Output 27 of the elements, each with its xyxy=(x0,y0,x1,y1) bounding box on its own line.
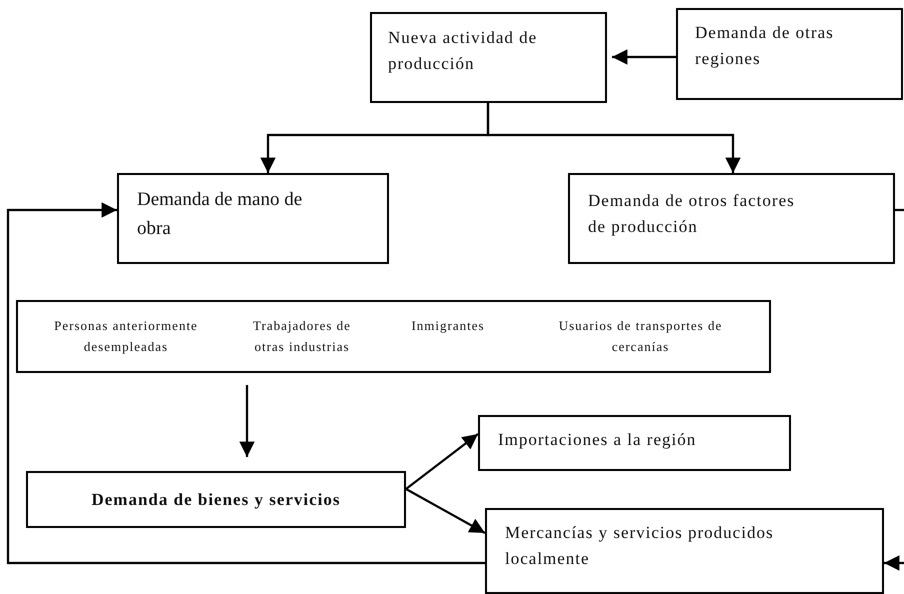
arrow xyxy=(884,555,904,571)
box-text: Personas anteriormente desempleadas xyxy=(53,317,199,356)
box-text: Mercancías y servicios producidos localmente xyxy=(505,522,775,570)
arrow xyxy=(612,49,676,65)
arrow xyxy=(405,488,486,534)
process-box xyxy=(26,471,406,528)
process-box xyxy=(676,8,903,100)
arrow xyxy=(486,103,741,173)
box-text: Demanda de bienes y servicios xyxy=(90,489,342,511)
process-box xyxy=(370,12,607,103)
process-box xyxy=(485,508,884,594)
box-text: Trabajadores de otras industrias xyxy=(252,317,352,356)
process-box xyxy=(478,415,791,471)
arrow xyxy=(239,385,255,457)
box-text: Importaciones a la región xyxy=(498,429,698,451)
box-text: Demanda de mano de obra xyxy=(137,188,304,242)
box-text: Demanda de otros factores de producción xyxy=(588,190,796,238)
process-box xyxy=(117,173,389,264)
box-text: Usuarios de transportes de cercanías xyxy=(558,317,723,356)
arrow xyxy=(6,202,485,564)
box-text: Inmigrantes xyxy=(410,317,486,335)
connector-line xyxy=(895,208,904,212)
box-text: Nueva actividad de producción xyxy=(388,27,538,76)
process-box xyxy=(568,173,895,264)
arrow xyxy=(405,433,479,490)
box-text: Demanda de otras regiones xyxy=(695,22,835,70)
process-box xyxy=(16,300,771,373)
